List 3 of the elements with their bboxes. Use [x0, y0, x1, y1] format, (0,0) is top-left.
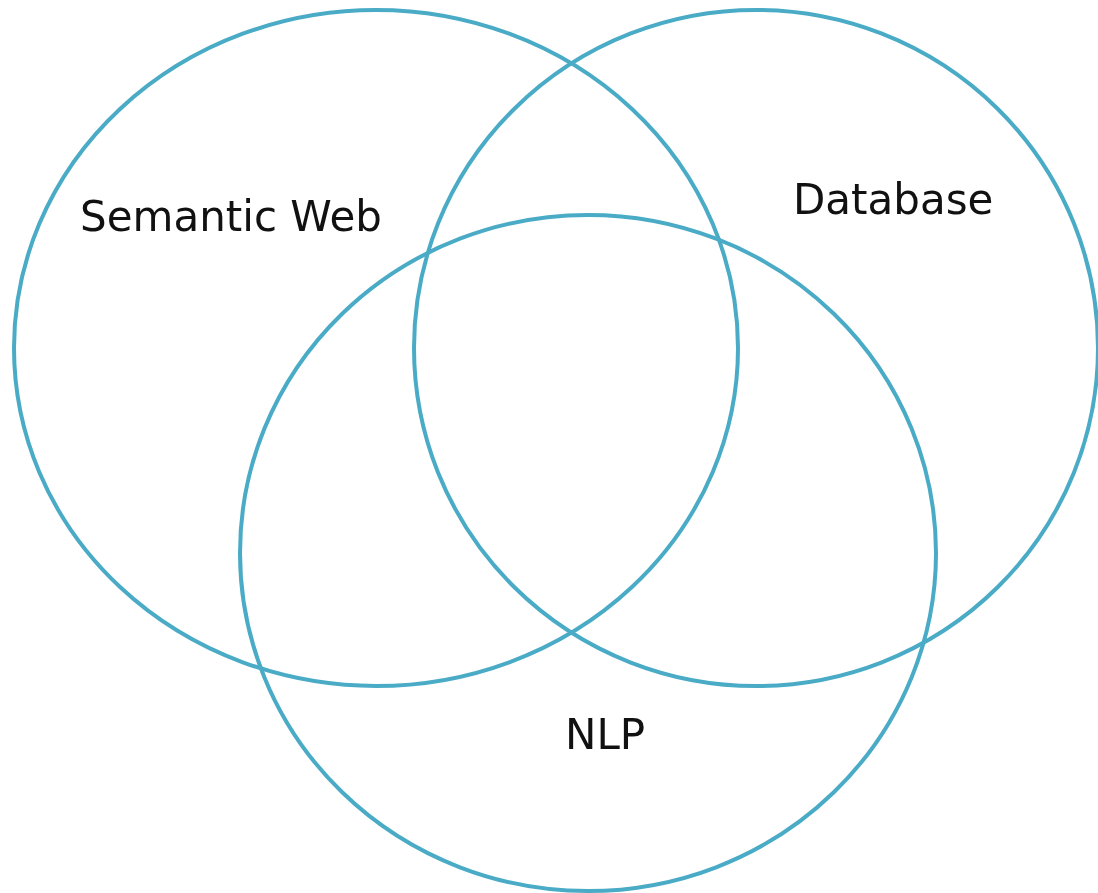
- set-label: Semantic Web: [80, 192, 382, 243]
- set-label: Database: [793, 175, 994, 226]
- set-label: NLP: [565, 710, 646, 761]
